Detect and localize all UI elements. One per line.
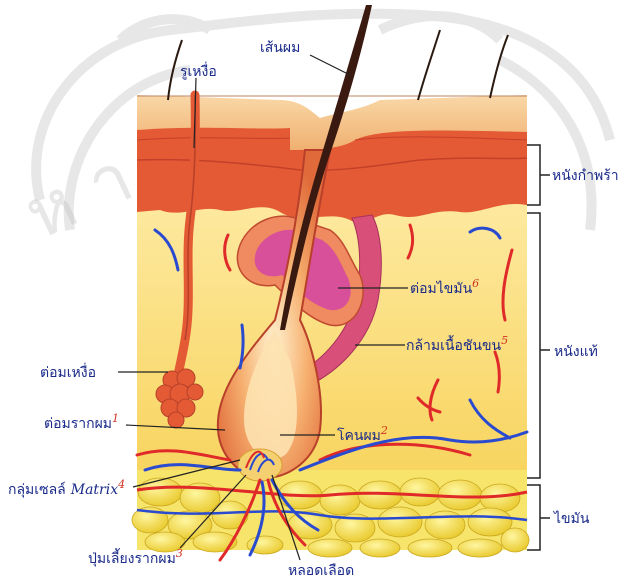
root-sheath-num: 1 (112, 412, 119, 425)
fat-layer (132, 470, 529, 557)
arrector-pili-num: 5 (501, 334, 508, 347)
label-dermis: หนังแท้ (554, 344, 598, 360)
matrix-cells-text: กลุ่มเซลล์ (8, 481, 66, 498)
matrix-word: Matrix (70, 482, 118, 498)
label-hair-shaft: เส้นผม (260, 40, 300, 56)
papilla-num: 3 (176, 547, 183, 560)
root-sheath-text: ต่อมรากผม (44, 416, 112, 432)
label-root-sheath: ต่อมรากผม1 (44, 412, 119, 432)
label-sweat-pore: รูเหงื่อ (180, 62, 217, 80)
arrector-pili-text: กล้ามเนื้อชันขน (406, 335, 502, 354)
hair-right-1 (418, 30, 440, 100)
label-matrix-cells: กลุ่มเซลล์Matrix4 (8, 478, 125, 498)
sebaceous-gland-num: 6 (472, 277, 479, 290)
label-blood-vessel: หลอดเลือด (288, 563, 354, 578)
layer-brackets (527, 145, 550, 550)
label-sweat-gland: ต่อมเหงื่อ (40, 363, 96, 381)
label-epidermis: หนังกำพร้า (552, 168, 619, 184)
sebaceous-gland-text: ต่อมไขมัน (410, 280, 473, 297)
label-fat: ไขมัน (553, 510, 590, 527)
hair-root-text: โคนผม (337, 427, 381, 444)
papilla-text: ปุ่มเลี้ยงรากผม (88, 548, 176, 567)
hair-root-num: 2 (380, 424, 388, 437)
matrix-num: 4 (117, 478, 125, 491)
